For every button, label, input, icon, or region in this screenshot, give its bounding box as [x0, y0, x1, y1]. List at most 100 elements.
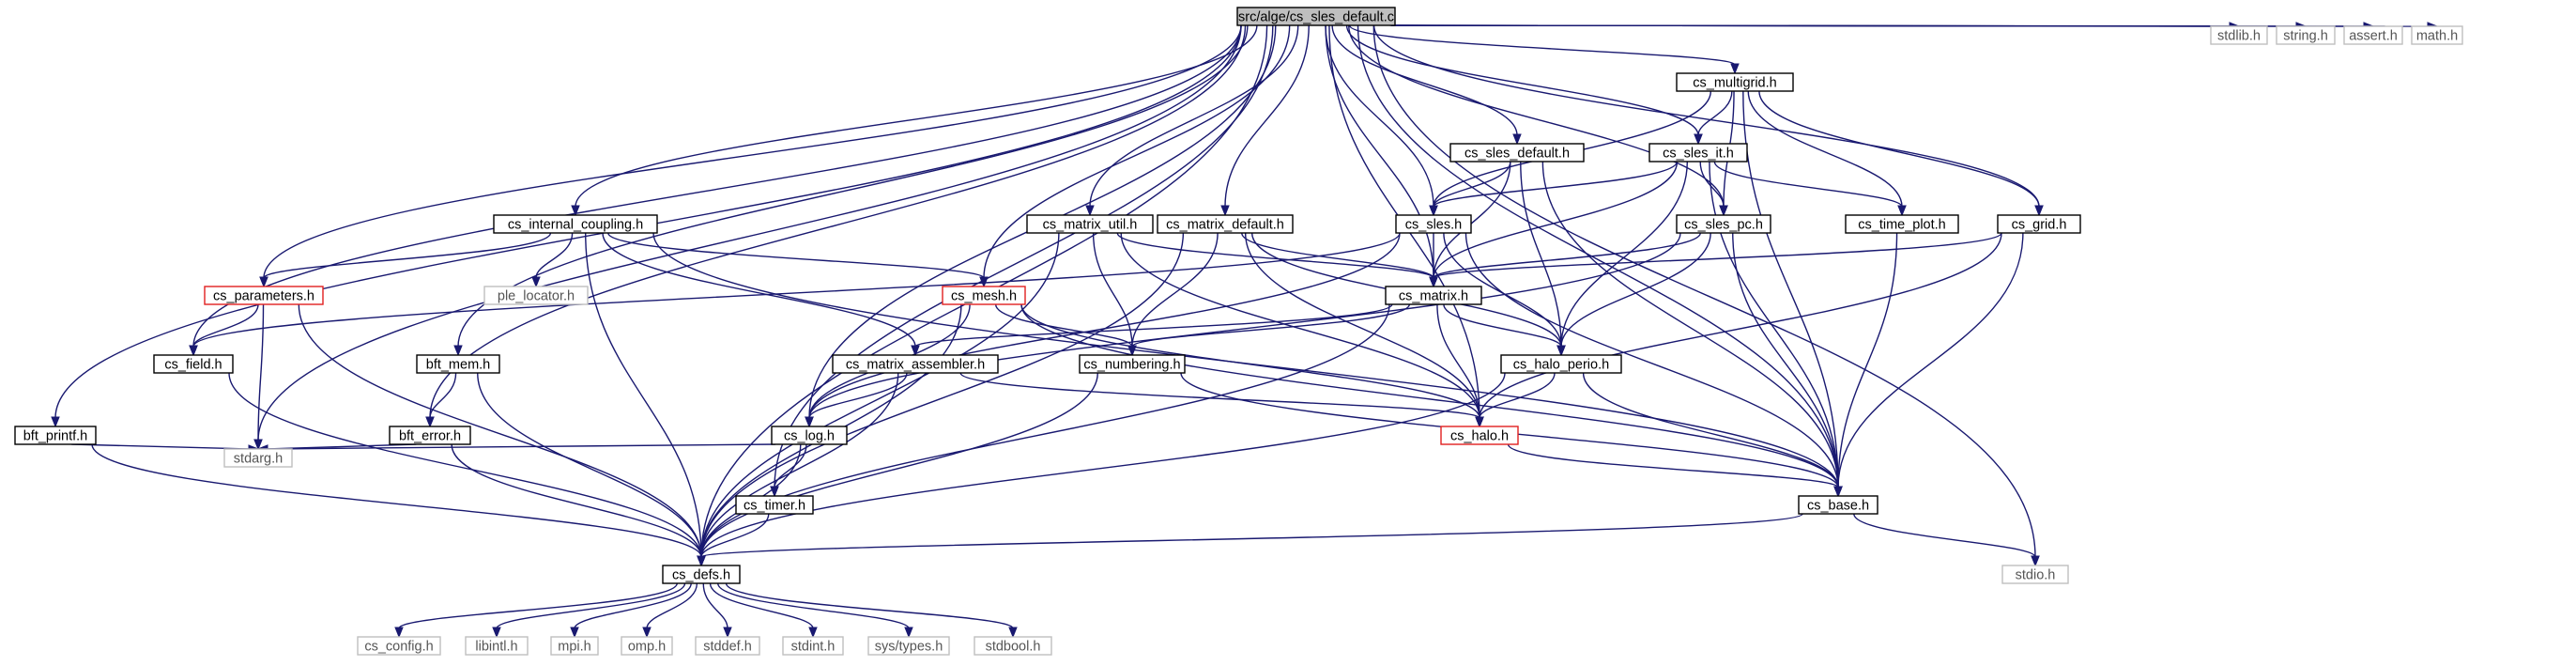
- edge-matrix-to-matrix_assembler: [914, 303, 1393, 348]
- edge-root-to-multigrid: [1348, 24, 1736, 66]
- node-label: omp.h: [628, 639, 666, 654]
- arrowhead-multigrid-to-grid: [2034, 205, 2044, 217]
- node-label: cs_sles_pc.h: [1684, 217, 1763, 232]
- node-defs[interactable]: cs_defs.h: [662, 565, 741, 584]
- node-label: cs_field.h: [164, 357, 222, 372]
- edge-root-to-sles_it: [1345, 24, 1699, 136]
- edge-sles_it-to-sles: [1433, 161, 1679, 208]
- arrowhead-base-to-stdio: [2031, 555, 2040, 567]
- node-multigrid[interactable]: cs_multigrid.h: [1676, 72, 1794, 92]
- node-box: [2411, 25, 2463, 45]
- node-field[interactable]: cs_field.h: [153, 354, 234, 374]
- node-matrix_default[interactable]: cs_matrix_default.h: [1157, 214, 1294, 234]
- edge-bft_mem-to-bft_error: [429, 372, 457, 419]
- node-bft_printf[interactable]: bft_printf.h: [14, 426, 97, 445]
- node-base[interactable]: cs_base.h: [1798, 495, 1878, 515]
- node-label: cs_mesh.h: [951, 288, 1017, 303]
- edge-timer-to-defs: [700, 513, 770, 558]
- edge-bft_error-to-defs: [451, 443, 702, 558]
- node-bft_error[interactable]: bft_error.h: [389, 426, 471, 445]
- edge-matrix_assembler-to-log: [808, 372, 908, 419]
- node-label: libintl.h: [475, 639, 517, 654]
- node-box: [1676, 72, 1794, 92]
- edge-root-to-stdarg: [257, 24, 1242, 441]
- edge-mesh-to-halo: [1020, 303, 1480, 419]
- node-label: mpi.h: [558, 639, 590, 654]
- arrowhead-defs-to-stdbool: [1008, 627, 1018, 639]
- edge-time_plot-to-base: [1837, 232, 1898, 488]
- node-label: bft_error.h: [399, 428, 461, 443]
- node-sles[interactable]: cs_sles.h: [1395, 214, 1472, 234]
- node-box: [2210, 25, 2268, 45]
- edge-sles_it-to-time_plot: [1713, 161, 1903, 208]
- node-halo_perio[interactable]: cs_halo_perio.h: [1500, 354, 1622, 374]
- edge-sles-to-log: [808, 232, 1401, 419]
- node-stdlib: stdlib.h: [2210, 25, 2268, 45]
- arrowhead-matrix-to-numbering: [1127, 345, 1137, 357]
- node-sles_default[interactable]: cs_sles_default.h: [1449, 143, 1585, 163]
- edge-halo_perio-to-defs: [700, 372, 1506, 558]
- edge-internal_coupling-to-parameters: [263, 232, 552, 279]
- edge-base-to-defs: [700, 513, 1803, 558]
- edge-matrix-to-halo: [1436, 303, 1480, 419]
- node-label: cs_halo_perio.h: [1513, 357, 1609, 372]
- node-box: [14, 426, 97, 445]
- node-box: [550, 636, 599, 656]
- edge-halo_perio-to-base: [1582, 372, 1839, 488]
- edge-sles_pc-to-base: [1732, 232, 1839, 488]
- edge-root-to-timer: [774, 24, 1274, 488]
- edge-matrix_default-to-numbering: [1131, 232, 1219, 348]
- edge-matrix_assembler-to-defs: [700, 372, 899, 558]
- arrowhead-root-to-bft_printf: [51, 416, 60, 428]
- node-box: [493, 214, 658, 234]
- node-box: [1026, 214, 1154, 234]
- edge-root-to-matrix_util: [1089, 24, 1299, 208]
- node-label: cs_log.h: [784, 428, 835, 443]
- node-box: [1385, 286, 1482, 305]
- edge-sles_default-to-sles: [1433, 161, 1511, 208]
- node-halo[interactable]: cs_halo.h: [1440, 426, 1519, 445]
- node-log[interactable]: cs_log.h: [771, 426, 848, 445]
- node-sles_it[interactable]: cs_sles_it.h: [1648, 143, 1748, 163]
- edge-root-to-parameters: [263, 24, 1242, 279]
- edge-sles-to-base: [1464, 232, 1839, 488]
- node-numbering[interactable]: cs_numbering.h: [1079, 354, 1186, 374]
- node-parameters[interactable]: cs_parameters.h: [204, 286, 324, 305]
- arrowhead-multigrid-to-sles_it: [1694, 133, 1703, 146]
- edge-matrix-to-numbering: [1131, 303, 1411, 348]
- arrowhead-parameters-to-field: [189, 345, 198, 357]
- node-label: cs_numbering.h: [1083, 357, 1180, 372]
- edge-internal_coupling-to-ple_locator: [535, 232, 574, 279]
- arrowhead-matrix-to-halo_perio: [1556, 345, 1566, 357]
- node-matrix_assembler[interactable]: cs_matrix_assembler.h: [832, 354, 999, 374]
- node-box: [1440, 426, 1519, 445]
- node-matrix[interactable]: cs_matrix.h: [1385, 286, 1482, 305]
- edge-log-to-stdarg: [266, 443, 776, 450]
- node-box: [465, 636, 529, 656]
- node-label: cs_sles.h: [1405, 217, 1462, 232]
- node-mesh[interactable]: cs_mesh.h: [942, 286, 1026, 305]
- node-omp: omp.h: [621, 636, 673, 656]
- edge-matrix_assembler-to-halo: [959, 372, 1480, 419]
- node-bft_mem[interactable]: bft_mem.h: [416, 354, 500, 374]
- node-label: math.h: [2416, 28, 2458, 43]
- node-grid[interactable]: cs_grid.h: [1997, 214, 2081, 234]
- node-stdint: stdint.h: [782, 636, 844, 656]
- edge-root-to-stdio: [1372, 24, 2036, 558]
- arrowhead-root-to-internal_coupling: [571, 205, 580, 217]
- node-string: string.h: [2276, 25, 2336, 45]
- edge-root-to-internal_coupling: [575, 24, 1258, 208]
- node-time_plot[interactable]: cs_time_plot.h: [1845, 214, 1959, 234]
- arrowhead-bft_mem-to-bft_error: [425, 416, 435, 428]
- node-timer[interactable]: cs_timer.h: [735, 495, 814, 515]
- node-label: string.h: [2283, 28, 2328, 43]
- edge-defs-to-systypes: [716, 582, 910, 629]
- node-root[interactable]: src/alge/cs_sles_default.c: [1236, 7, 1396, 26]
- node-mpi: mpi.h: [550, 636, 599, 656]
- edge-defs-to-cs_config: [398, 582, 678, 629]
- node-matrix_util[interactable]: cs_matrix_util.h: [1026, 214, 1154, 234]
- node-sles_pc[interactable]: cs_sles_pc.h: [1676, 214, 1771, 234]
- edge-root-to-bft_error: [429, 24, 1247, 419]
- node-internal_coupling[interactable]: cs_internal_coupling.h: [493, 214, 658, 234]
- node-label: src/alge/cs_sles_default.c: [1238, 9, 1394, 24]
